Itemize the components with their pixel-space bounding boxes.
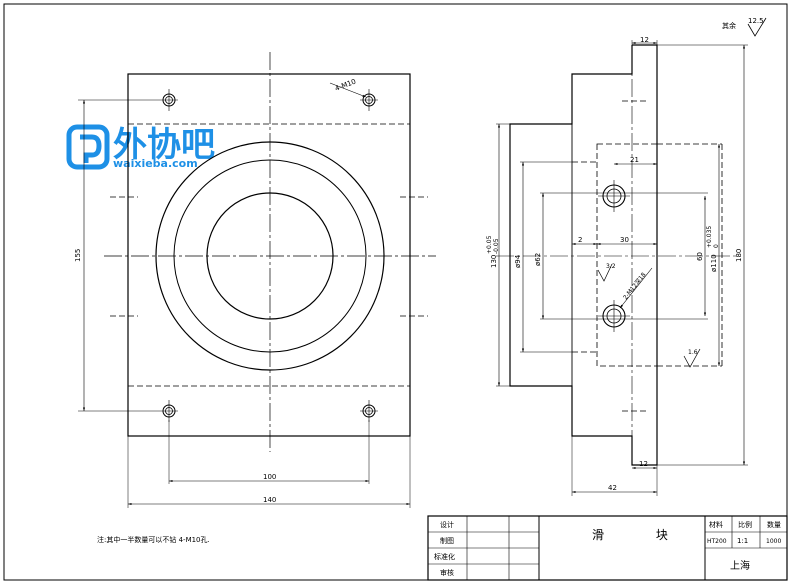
dim-140-text: 140 <box>263 496 276 504</box>
title-block <box>427 515 788 581</box>
dim-100-text: 100 <box>263 473 276 481</box>
technical-note: 注:其中一半数量可以不钻 4-M10孔. <box>97 535 210 544</box>
dim-21-text: 21 <box>630 156 639 164</box>
dim-30-text: 30 <box>620 236 629 244</box>
threaded-hole-bottom-right <box>360 400 378 422</box>
company-name: 上海 <box>730 559 750 572</box>
dim-130-tol-lower: -0.05 <box>493 238 500 254</box>
front-plate-outline <box>127 73 411 437</box>
thread-callout-text: 2-M12深18 <box>621 271 647 302</box>
scale-value: 1:1 <box>737 537 748 545</box>
threaded-hole-top-left <box>160 89 178 111</box>
dim-d110-text-group: ø110 +0.035 0 <box>706 226 720 272</box>
dim-2-text: 2 <box>578 236 582 244</box>
surface-finish-other-label: 其余 <box>722 21 736 30</box>
quantity-value: 1000 <box>766 538 781 545</box>
hole-callout-leader <box>329 82 367 98</box>
dim-180-text: 180 <box>735 249 743 262</box>
dim-12-top-text: 12 <box>640 36 649 44</box>
logo-watermark: 外协吧 waixieba.com <box>66 124 215 170</box>
surface-finish-other-value: 12.5 <box>748 17 764 25</box>
side-profile-outline <box>509 44 658 466</box>
logo-site-text: waixieba.com <box>113 157 198 170</box>
side-threaded-hole-bottom <box>598 300 630 332</box>
design-label: 设计 <box>440 520 454 529</box>
dim-42-text: 42 <box>608 484 617 492</box>
dim-130-text-group: 130 +0.05 -0.05 <box>486 235 500 268</box>
review-label: 审核 <box>440 568 454 577</box>
quantity-header: 数量 <box>767 520 781 529</box>
material-value: HT200 <box>707 538 727 545</box>
roughness-symbol-icon <box>747 17 767 37</box>
sheet-border <box>3 3 788 581</box>
surface-finish-hole-value: 3.2 <box>606 263 616 270</box>
hole-callout-text: 4-M10 <box>334 78 357 93</box>
dim-d110-tol-lower: 0 <box>713 244 720 248</box>
logo-chinese-text: 外协吧 <box>113 125 215 165</box>
side-hidden-recess <box>596 143 658 367</box>
drawing-label: 制图 <box>440 536 454 545</box>
dim-d110-tol-upper: +0.035 <box>706 226 713 248</box>
threaded-hole-bottom-left <box>160 400 178 422</box>
thread-callout-leader <box>619 267 653 309</box>
logo-p-icon <box>80 134 102 163</box>
roughness-symbol-hole-icon <box>597 263 613 282</box>
material-header: 材料 <box>709 520 723 529</box>
side-view <box>496 40 748 496</box>
surface-finish-face-value: 1.6 <box>688 349 698 356</box>
side-threaded-hole-top <box>598 180 630 212</box>
scale-header: 比例 <box>738 520 752 529</box>
part-name: 滑 块 <box>592 528 692 542</box>
dim-d94-text: ø94 <box>514 254 522 268</box>
dim-130-tol-upper: +0.05 <box>486 235 493 254</box>
dim-60-text: 60 <box>696 252 704 261</box>
surface-finish-other: 其余 12.5 <box>722 17 767 37</box>
standard-label: 标准化 <box>434 552 455 561</box>
dim-130-text: 130 <box>490 255 498 268</box>
threaded-hole-top-right <box>360 89 378 111</box>
dim-12-bottom-text: 12 <box>639 460 648 468</box>
dim-d110-text: ø110 <box>710 254 718 272</box>
front-view <box>78 52 436 508</box>
roughness-symbol-face-icon <box>683 348 701 368</box>
dim-155-text: 155 <box>74 249 82 262</box>
dim-d62-text: ø62 <box>534 253 542 266</box>
